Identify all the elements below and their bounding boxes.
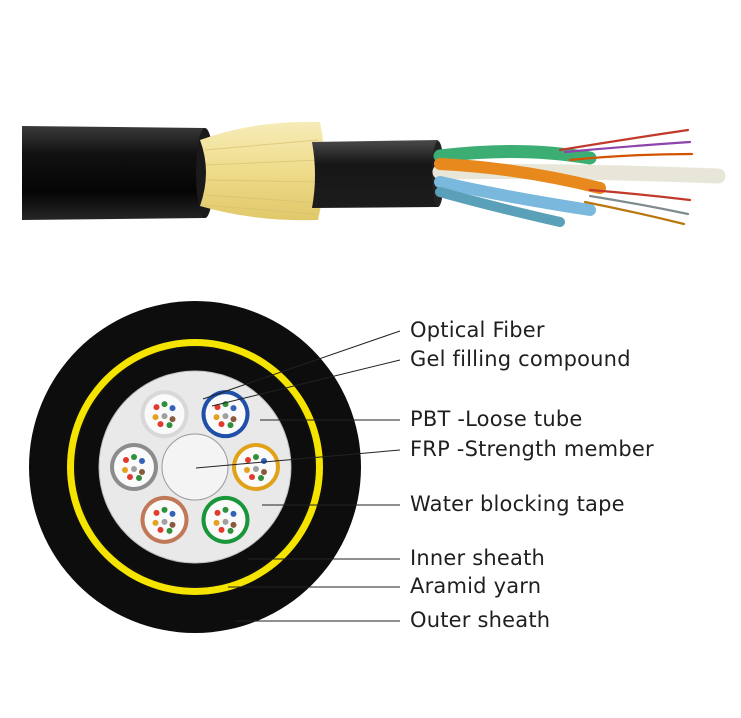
cross-section xyxy=(29,301,361,633)
optical-fiber-dot xyxy=(166,422,173,429)
label-frp-strength-member: FRP -Strength member xyxy=(410,437,654,461)
optical-fiber-dot xyxy=(131,466,137,472)
optical-fiber-dot xyxy=(123,457,129,463)
optical-fiber-dot xyxy=(222,518,229,525)
label-inner-sheath: Inner sheath xyxy=(410,546,546,570)
optical-fiber-dot xyxy=(213,414,220,421)
leader-frp-member xyxy=(195,449,401,469)
optical-fiber-dot xyxy=(131,454,137,460)
tube-orange xyxy=(434,158,606,194)
loose-tubes xyxy=(432,144,726,227)
loose-tube xyxy=(140,390,189,439)
optical-fiber-dot xyxy=(230,416,237,423)
optical-fiber-dot xyxy=(261,469,267,475)
optical-fiber-dot xyxy=(222,506,229,513)
optical-fiber-dot xyxy=(136,475,142,481)
optical-fiber-dot xyxy=(230,405,237,412)
tube-teal xyxy=(435,187,565,227)
optical-fiber-dot xyxy=(227,527,234,534)
loose-tube xyxy=(110,443,158,491)
optical-fiber-dot xyxy=(166,527,173,534)
optical-fiber-dot xyxy=(169,416,176,423)
loose-tube-group xyxy=(110,390,280,544)
optical-fiber-dot xyxy=(157,421,164,428)
optical-fiber-dot xyxy=(127,474,133,480)
optical-fiber-dot xyxy=(153,509,160,516)
optical-fiber-dot xyxy=(213,519,220,526)
leader-optical-fiber xyxy=(202,330,401,400)
label-aramid-yarn: Aramid yarn xyxy=(410,574,542,598)
optical-fiber-dot xyxy=(249,474,255,480)
cable-side-view xyxy=(22,121,726,227)
tube-green xyxy=(433,144,597,165)
optical-fiber-dot xyxy=(230,510,237,517)
optical-fiber-dot xyxy=(161,506,168,513)
inner-sheath-segment xyxy=(312,140,442,208)
loose-tube xyxy=(201,495,250,544)
leader-gel-filling xyxy=(211,359,401,407)
optical-fiber-dot xyxy=(153,404,160,411)
label-gel-filling-compound: Gel filling compound xyxy=(410,347,631,371)
optical-fiber-dot xyxy=(139,458,145,464)
label-pbt-loose-tube: PBT -Loose tube xyxy=(410,407,583,431)
optical-fiber-dot xyxy=(169,510,176,517)
aramid-yarn-bundle xyxy=(200,121,325,221)
optical-fiber-dot xyxy=(152,519,159,526)
optical-fiber-dot xyxy=(245,457,251,463)
frp-strength-member xyxy=(161,433,229,501)
optical-fiber-dot xyxy=(253,454,259,460)
optical-fiber-dot xyxy=(122,467,128,473)
optical-fiber-dot xyxy=(261,458,267,464)
label-water-blocking-tape: Water blocking tape xyxy=(410,492,625,516)
optical-fiber-dot xyxy=(253,466,259,472)
optical-fiber-dot xyxy=(157,526,164,533)
label-outer-sheath: Outer sheath xyxy=(410,608,551,632)
optical-fiber-dot xyxy=(218,421,225,428)
aramid-yarn-strands xyxy=(203,139,323,215)
label-optical-fiber: Optical Fiber xyxy=(410,318,545,342)
loose-fibers xyxy=(558,128,694,226)
loose-tube xyxy=(140,495,189,544)
optical-fiber-dot xyxy=(214,404,221,411)
optical-fiber-dot xyxy=(258,475,264,481)
loose-tube xyxy=(201,390,250,439)
optical-fiber-dot xyxy=(230,521,237,528)
optical-fiber-dot xyxy=(169,521,176,528)
optical-fiber-dot xyxy=(161,401,168,408)
optical-fiber-dot xyxy=(244,467,250,473)
optical-fiber-dot xyxy=(161,518,168,525)
optical-fiber-dot xyxy=(227,422,234,429)
optical-fiber-dot xyxy=(152,414,159,421)
optical-fiber-dot xyxy=(222,413,229,420)
optical-fiber-dot xyxy=(139,469,145,475)
optical-fiber-dot xyxy=(169,405,176,412)
leader-lines xyxy=(195,330,401,622)
optical-fiber-dot xyxy=(161,413,168,420)
optical-fiber-dot xyxy=(218,526,225,533)
outer-jacket-segment xyxy=(22,126,210,220)
optical-fiber-dot xyxy=(214,509,221,516)
loose-tube xyxy=(232,443,280,491)
tube-blue xyxy=(434,176,596,216)
